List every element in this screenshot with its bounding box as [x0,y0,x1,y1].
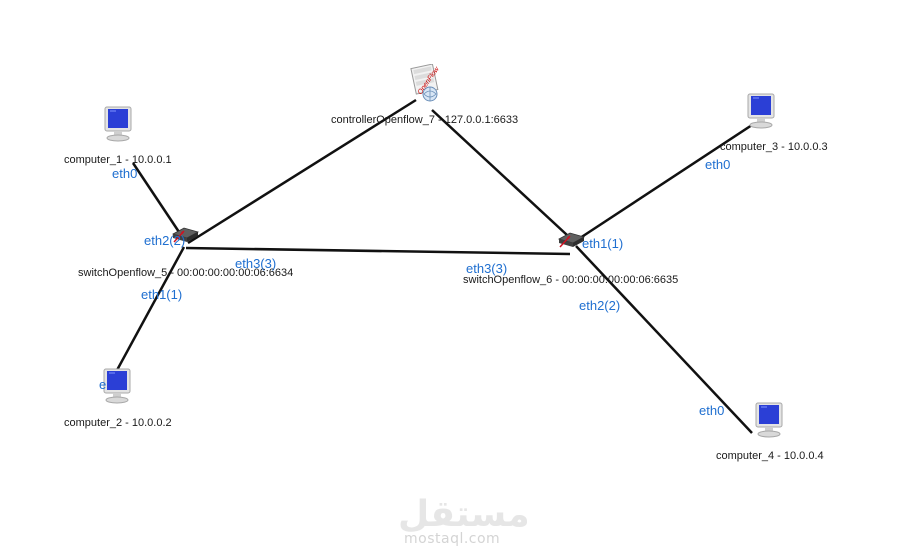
iface-switch6-eth3: eth3(3) [466,261,508,276]
iface-switch6-eth1: eth1(1) [582,236,624,251]
link-switch5-controller [187,98,417,245]
computer-icon [104,106,132,142]
switch6-node[interactable] [556,227,586,251]
link-switch6-computer3 [576,123,753,242]
link-computer2-switch5 [114,246,186,373]
link-switch6-computer4 [575,245,753,434]
link-controller-switch6 [431,109,568,236]
computer4-label: computer_4 - 10.0.0.4 [716,450,824,462]
openflow-controller-icon: OpenFlow [410,64,441,102]
link-computer1-switch5 [131,162,183,236]
controller-label: controllerOpenflow_7 - 127.0.0.1:6633 [331,114,519,126]
computer-icon [103,368,131,404]
switch-icon [171,227,200,243]
iface-computer2-eth: e [99,377,107,392]
switch-icon [557,232,586,248]
controller-node[interactable]: OpenFlow [408,64,442,104]
iface-computer3-eth0: eth0 [705,157,731,172]
link-switch5-switch6 [185,246,571,256]
iface-computer1-eth0: eth0 [112,166,138,181]
computer3-node[interactable] [747,93,775,129]
computer2-node[interactable] [103,368,131,404]
computer1-node[interactable] [104,106,132,142]
computer-icon [755,402,783,438]
computer3-label: computer_3 - 10.0.0.3 [720,141,828,153]
iface-switch6-eth2: eth2(2) [579,298,621,313]
switch5-label: switchOpenflow_5 - 00:00:00:00:00:06:663… [78,267,294,279]
computer-icon [747,93,775,129]
iface-switch5-eth2: eth2(2) [144,233,186,248]
iface-computer4-eth0: eth0 [699,403,725,418]
switch6-label: switchOpenflow_6 - 00:00:00:00:00:06:663… [463,274,679,286]
computer4-node[interactable] [755,402,783,438]
switch5-node[interactable] [170,222,200,246]
watermark-logo: مستقل [398,494,530,535]
iface-switch5-eth1: eth1(1) [141,287,183,302]
computer2-label: computer_2 - 10.0.0.2 [64,417,172,429]
iface-switch5-eth3: eth3(3) [235,256,277,271]
watermark-site: mostaql.com [404,531,501,547]
computer1-label: computer_1 - 10.0.0.1 [64,154,172,166]
